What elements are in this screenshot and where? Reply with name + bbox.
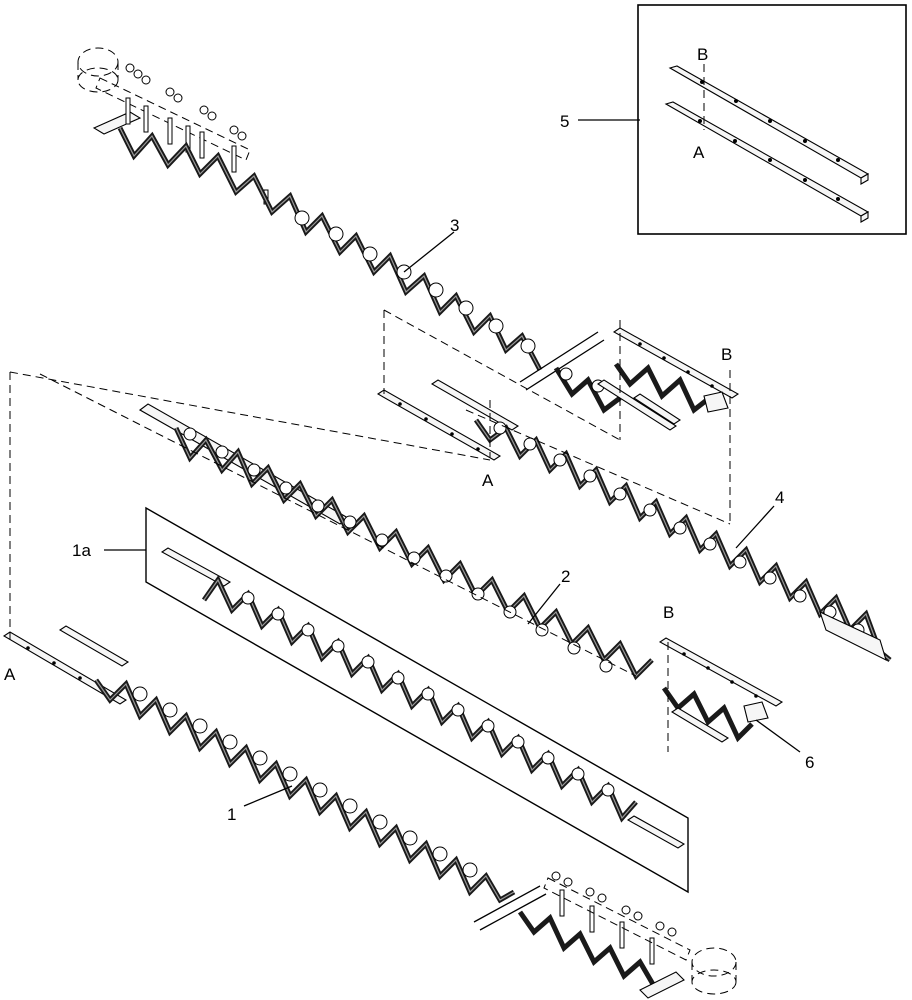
- knife-tip-4: [819, 610, 887, 662]
- knife-head-bottom: [639, 947, 737, 999]
- detail-box-5: [637, 4, 907, 235]
- alignment-lines: [9, 309, 731, 752]
- detail-bar-a: [664, 101, 870, 223]
- label-6: 6: [805, 753, 814, 772]
- knife-head-top: [77, 47, 251, 161]
- bar-a-middle: [376, 389, 502, 461]
- head-bolts-bottom: [543, 871, 691, 965]
- knife-teeth-3-end: [553, 366, 622, 414]
- short-bar-middle: [430, 379, 682, 431]
- detail-bar-holes: [698, 80, 840, 201]
- section-bolts-2: [241, 591, 615, 797]
- knife-teeth-1-end: [517, 910, 657, 988]
- head-bolts-top: [125, 63, 269, 205]
- bar-group-b-upper: [612, 327, 740, 414]
- knife-teeth-3: [117, 126, 543, 372]
- label-a-middle: A: [482, 471, 494, 490]
- knife-section-1: [2, 625, 737, 999]
- bar-a-lower: [2, 631, 128, 705]
- label-detail-b: B: [697, 45, 708, 64]
- label-4: 4: [775, 488, 784, 507]
- break-mark-1: [473, 885, 547, 931]
- label-3: 3: [450, 216, 459, 235]
- knife-section-4: [138, 403, 892, 681]
- section-bolts-1: [132, 686, 478, 878]
- label-5: 5: [560, 112, 569, 131]
- label-1a: 1a: [72, 541, 91, 560]
- label-2: 2: [561, 567, 570, 586]
- label-b-lower: B: [663, 603, 674, 622]
- label-b-upper: B: [721, 345, 732, 364]
- leader-lines: [104, 119, 801, 807]
- break-mark-3: [519, 331, 605, 391]
- knife-back-3: [596, 379, 678, 431]
- bar-group-b-lower: [658, 637, 784, 743]
- section-bolts-3: [294, 210, 536, 354]
- label-detail-a: A: [693, 143, 705, 162]
- label-a-lower: A: [4, 665, 16, 684]
- label-1: 1: [227, 805, 236, 824]
- knife-section-2: [160, 547, 686, 849]
- section-bolts-4-right: [493, 421, 865, 637]
- knife-section-3: [77, 47, 678, 431]
